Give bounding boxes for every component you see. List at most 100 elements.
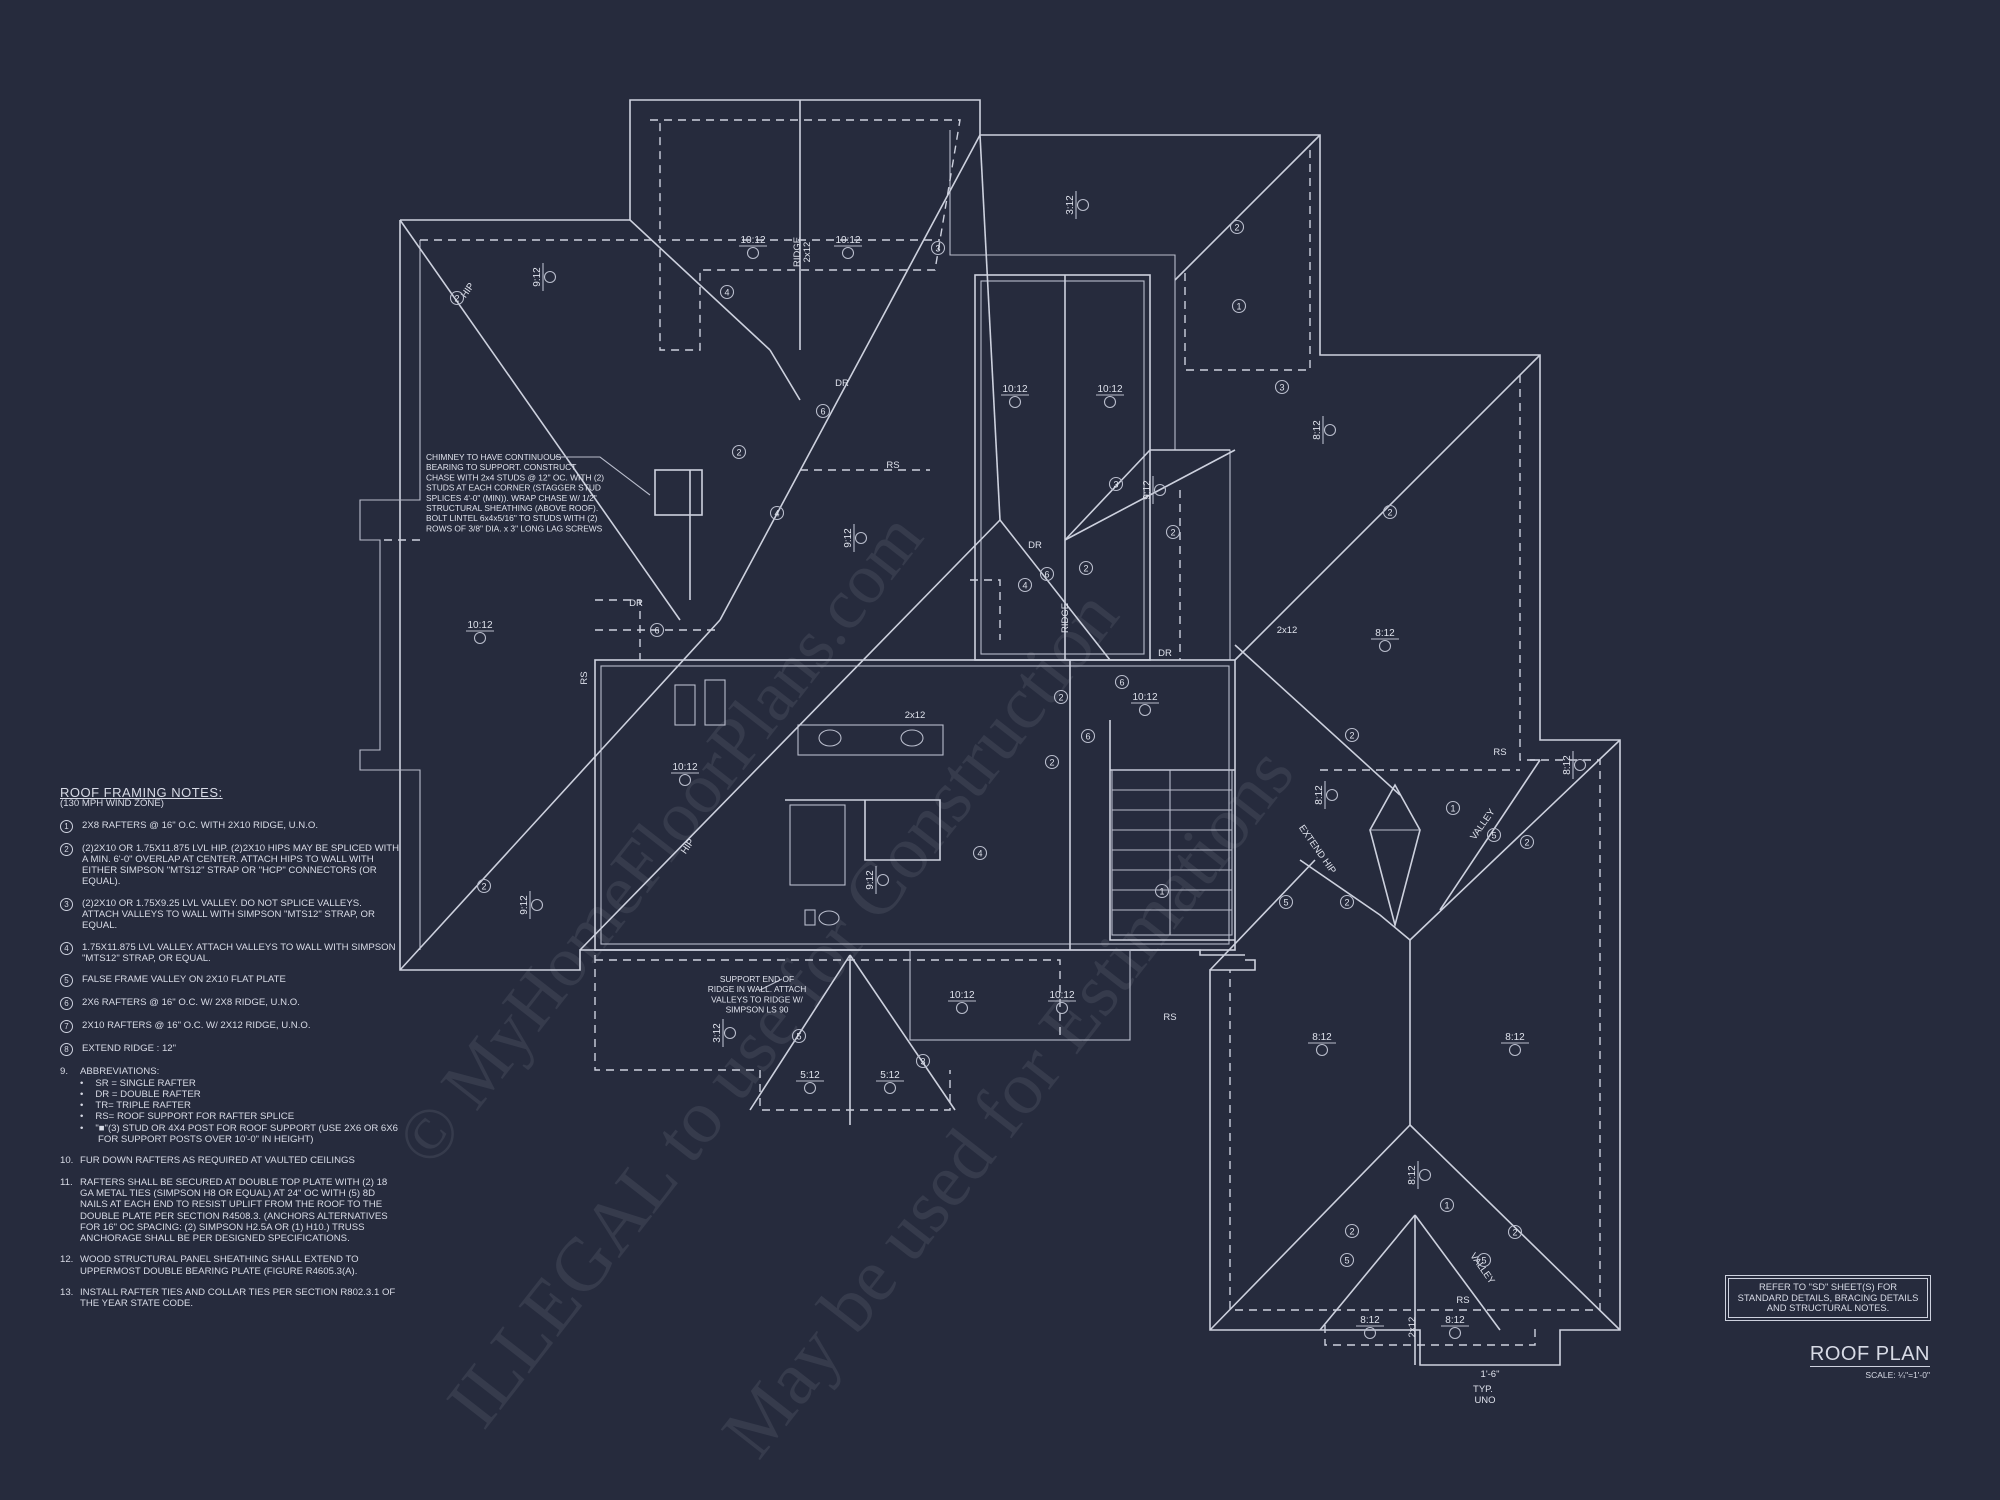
roof-framing-lines	[399, 100, 1621, 1365]
svg-text:5: 5	[1344, 1255, 1349, 1265]
framing-tag: DR	[629, 598, 643, 609]
slope-label: 5:12	[876, 1070, 904, 1095]
notes-title: ROOF FRAMING NOTES:	[60, 785, 223, 800]
callout-circle: 3	[1108, 476, 1124, 492]
slope-text: 5:12	[880, 1070, 900, 1081]
svg-text:1: 1	[1444, 1200, 1449, 1210]
callout-circle: 4	[972, 845, 988, 861]
slope-label: 8:12	[1562, 751, 1587, 779]
slope-label: 8:12	[1308, 1032, 1336, 1057]
slope-label: 8:12	[1312, 416, 1337, 444]
callout-circle: 3	[915, 1053, 931, 1069]
callout-circle: 2	[1165, 524, 1181, 540]
callout-circle: 4	[719, 284, 735, 300]
slope-label: 8:12	[1371, 628, 1399, 653]
slope-label: 10:12	[1131, 692, 1159, 717]
slope-label: 9:12	[532, 263, 557, 291]
svg-text:2: 2	[1524, 837, 1529, 847]
callout-circle: 2	[1078, 560, 1094, 576]
stairs	[1111, 769, 1233, 936]
note-item: 41.75x11.875 LVL VALLEY. ATTACH VALLEYS …	[60, 941, 400, 965]
slope-text: 9:12	[843, 528, 854, 548]
slope-text: 10:12	[740, 235, 765, 246]
svg-text:3: 3	[935, 243, 940, 253]
framing-tag: RS	[1493, 747, 1506, 758]
abbr-item: SR = SINGLE RAFTER	[80, 1078, 400, 1089]
callout-circle: 2	[1382, 504, 1398, 520]
svg-text:2: 2	[1058, 692, 1063, 702]
slope-label: 9:12	[865, 866, 890, 894]
slope-label: 10:12	[1096, 384, 1124, 409]
support-leader	[759, 978, 783, 991]
callout-circle: 2	[1344, 727, 1360, 743]
framing-tag: RS	[579, 671, 590, 684]
callout-circle: 5	[1339, 1252, 1355, 1268]
svg-text:3: 3	[920, 1056, 925, 1066]
slope-text: 8:12	[1562, 755, 1573, 775]
callout-circle: 4	[769, 505, 785, 521]
framing-tag: DR	[835, 378, 849, 389]
slope-label: 5:12	[796, 1070, 824, 1095]
slope-label: 8:12	[1407, 1161, 1432, 1189]
slope-label: 8:12	[1441, 1315, 1469, 1340]
svg-text:2: 2	[481, 881, 486, 891]
slope-text: 8:12	[1375, 628, 1395, 639]
slope-text: 8:12	[1314, 785, 1325, 805]
callout-circle: 2	[449, 290, 465, 306]
slope-text: 10:12	[949, 990, 974, 1001]
framing-tag: RS	[1456, 1295, 1469, 1306]
framing-tag: RS	[886, 460, 899, 471]
chimney-chase	[654, 469, 703, 516]
slope-text: 8:12	[1407, 1165, 1418, 1185]
abbr-list: SR = SINGLE RAFTERDR = DOUBLE RAFTERTR= …	[80, 1078, 400, 1146]
slope-label: 10:12	[1048, 990, 1076, 1015]
note-item: 62x6 RAFTERS @ 16" O.C. W/ 2x8 RIDGE, U.…	[60, 997, 400, 1011]
slope-text: 8:12	[1312, 420, 1323, 440]
callout-circle: 6	[1039, 566, 1055, 582]
slope-label: 3:12	[1065, 191, 1090, 219]
svg-text:4: 4	[724, 287, 729, 297]
slope-label: 8:12	[1314, 781, 1339, 809]
chimney-leader	[555, 456, 651, 496]
slope-label: 9:12	[519, 891, 544, 919]
svg-text:6: 6	[820, 406, 825, 416]
callout-circle: 2	[731, 444, 747, 460]
framing-tag: RS	[1163, 1012, 1176, 1023]
slope-label: 9:12	[843, 524, 868, 552]
framing-tag: EXTEND HIP	[1296, 823, 1338, 876]
svg-text:2: 2	[1512, 1227, 1517, 1237]
callout-circle: 3	[1274, 379, 1290, 395]
svg-text:5: 5	[1481, 1255, 1486, 1265]
svg-text:6: 6	[1119, 677, 1124, 687]
slope-text: 10:12	[672, 762, 697, 773]
abbr-item: RS= ROOF SUPPORT FOR RAFTER SPLICE	[80, 1111, 400, 1122]
slope-text: 10:12	[1002, 384, 1027, 395]
note-item: 3(2)2x10 OR 1.75x9.25 LVL VALLEY. DO NOT…	[60, 897, 400, 932]
slope-text: 8:12	[1360, 1315, 1380, 1326]
slope-text: 3:12	[712, 1023, 723, 1043]
svg-text:5: 5	[796, 1031, 801, 1041]
slope-text: 9:12	[532, 267, 543, 287]
svg-text:5: 5	[1491, 830, 1496, 840]
framing-tag: TYP.	[1473, 1384, 1493, 1395]
drawing-scale: SCALE: ¼"=1'-0"	[1865, 1370, 1930, 1380]
slope-labels: 10:12 10:12 9:12 3:12 10:12 10:12 9:12 9:12 10:1…	[466, 191, 1587, 1340]
svg-text:2: 2	[1234, 222, 1239, 232]
svg-text:6: 6	[654, 625, 659, 635]
svg-text:2: 2	[1387, 507, 1392, 517]
callout-circle: 2	[1044, 754, 1060, 770]
framing-tag: 2x12	[1407, 1317, 1418, 1338]
slope-label: 10:12	[948, 990, 976, 1015]
svg-text:5: 5	[1283, 897, 1288, 907]
svg-text:3: 3	[1279, 382, 1284, 392]
svg-text:2: 2	[1170, 527, 1175, 537]
slope-label: 10:12	[834, 235, 862, 260]
slope-label: 10:12	[1001, 384, 1029, 409]
slope-label: 8:12	[1501, 1032, 1529, 1057]
slope-text: 3:12	[1065, 195, 1076, 215]
notes-subtitle: (130 MPH WIND ZONE)	[60, 798, 164, 810]
abbr-item: DR = DOUBLE RAFTER	[80, 1089, 400, 1100]
